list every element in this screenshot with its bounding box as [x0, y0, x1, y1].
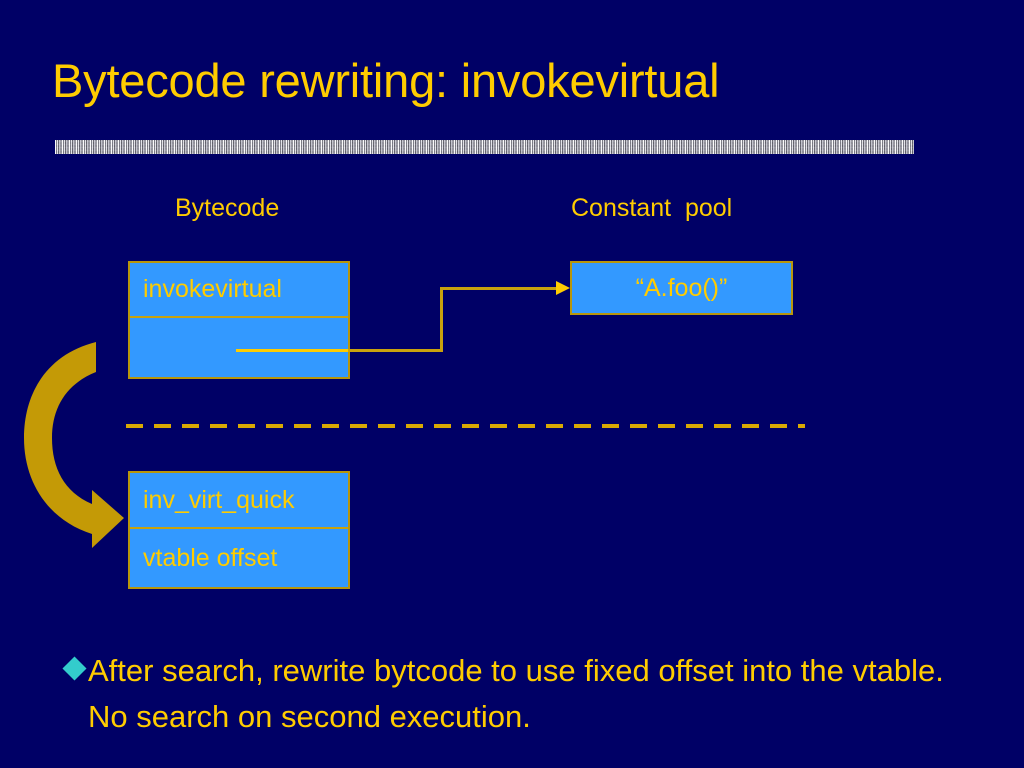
column-label-constant-pool: Constant pool — [571, 194, 733, 222]
arrow-segment-horizontal-lower — [348, 349, 443, 352]
diamond-bullet-icon — [62, 656, 87, 681]
constant-pool-entry: “A.foo()” — [635, 273, 728, 302]
title-divider-rule — [55, 140, 914, 154]
rewrite-curved-arrow-icon — [24, 342, 124, 548]
bytecode-cell-opcode: invokevirtual — [143, 275, 282, 303]
bytecode-box: invokevirtual — [128, 261, 350, 379]
arrow-segment-horizontal-upper — [440, 287, 558, 290]
page-title: Bytecode rewriting: invokevirtual — [52, 54, 720, 107]
bullet-list-item: After search, rewrite bytcode to use fix… — [62, 648, 966, 740]
constant-pool-box: “A.foo()” — [570, 261, 793, 315]
column-label-bytecode: Bytecode — [175, 194, 280, 222]
before-after-dashed-separator — [126, 424, 805, 428]
arrow-head-icon — [556, 281, 570, 295]
bullet-item-text: After search, rewrite bytcode to use fix… — [88, 653, 944, 734]
arrow-segment-vertical — [440, 287, 443, 352]
quick-cell-opcode: inv_virt_quick — [143, 485, 295, 514]
quick-cell-vtable-offset: vtable offset — [130, 527, 348, 587]
bytecode-cell-operand — [130, 316, 348, 377]
operand-pointer-line — [236, 349, 348, 352]
quick-bytecode-box: inv_virt_quick vtable offset — [128, 471, 350, 589]
